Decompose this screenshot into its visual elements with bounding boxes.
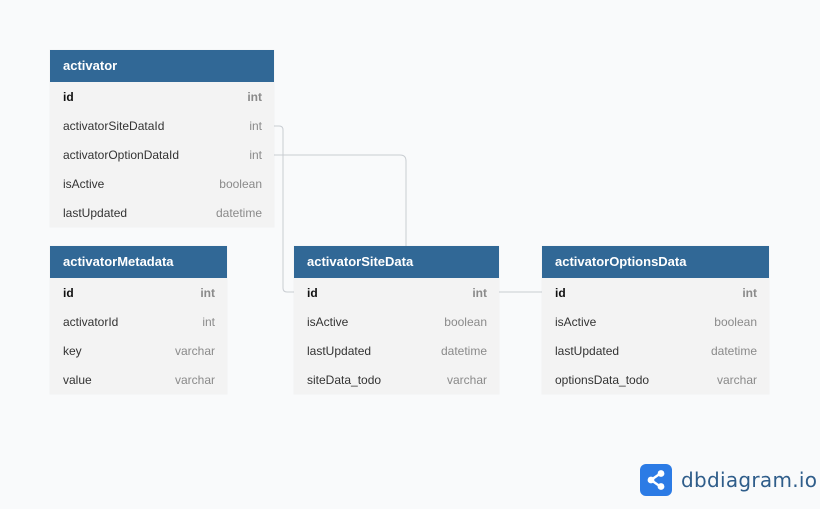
brand-text: dbdiagram.io — [681, 468, 818, 492]
field-type: boolean — [219, 176, 262, 191]
field-name: id — [63, 285, 74, 300]
table-row[interactable]: activatorSiteDataId int — [50, 111, 274, 140]
table-header[interactable]: activatorMetadata — [50, 246, 227, 278]
relation-activator-sitedata — [274, 125, 294, 293]
field-type: datetime — [710, 343, 757, 358]
table-row[interactable]: activatorId int — [50, 307, 227, 336]
field-type: int — [472, 285, 487, 300]
field-type: varchar — [716, 372, 757, 387]
table-row[interactable]: optionsData_todo varchar — [542, 365, 769, 394]
table-row[interactable]: key varchar — [50, 336, 227, 365]
field-name: isActive — [307, 314, 349, 329]
field-name: siteData_todo — [307, 372, 382, 387]
field-name: id — [63, 89, 74, 104]
field-type: int — [247, 89, 262, 104]
field-type: boolean — [714, 314, 757, 329]
table-activator-options-data[interactable]: activatorOptionsData id int isActive boo… — [542, 246, 769, 394]
table-row[interactable]: id int — [542, 278, 769, 307]
table-header[interactable]: activatorOptionsData — [542, 246, 769, 278]
field-type: datetime — [440, 343, 487, 358]
table-header[interactable]: activatorSiteData — [294, 246, 499, 278]
field-name: isActive — [63, 176, 105, 191]
field-name: activatorId — [63, 314, 119, 329]
field-type: varchar — [174, 343, 215, 358]
table-row[interactable]: siteData_todo varchar — [294, 365, 499, 394]
field-name: id — [555, 285, 566, 300]
table-activator-metadata[interactable]: activatorMetadata id int activatorId int… — [50, 246, 227, 394]
field-name: lastUpdated — [307, 343, 372, 358]
table-row[interactable]: id int — [294, 278, 499, 307]
field-type: varchar — [446, 372, 487, 387]
table-row[interactable]: isActive boolean — [50, 169, 274, 198]
share-nodes-icon — [640, 464, 672, 496]
table-row[interactable]: isActive boolean — [542, 307, 769, 336]
field-name: activatorSiteDataId — [63, 118, 165, 133]
field-type: boolean — [444, 314, 487, 329]
table-row[interactable]: activatorOptionDataId int — [50, 140, 274, 169]
field-name: optionsData_todo — [555, 372, 650, 387]
table-row[interactable]: id int — [50, 82, 274, 111]
field-type: int — [202, 314, 215, 329]
table-row[interactable]: value varchar — [50, 365, 227, 394]
table-activator-site-data[interactable]: activatorSiteData id int isActive boolea… — [294, 246, 499, 394]
field-type: int — [249, 147, 262, 162]
relation-activator-optionsdata — [274, 154, 407, 246]
field-type: datetime — [215, 205, 262, 220]
table-activator[interactable]: activator id int activatorSiteDataId int… — [50, 50, 274, 227]
table-row[interactable]: isActive boolean — [294, 307, 499, 336]
field-type: int — [249, 118, 262, 133]
field-name: isActive — [555, 314, 597, 329]
field-type: int — [200, 285, 215, 300]
table-row[interactable]: lastUpdated datetime — [294, 336, 499, 365]
table-row[interactable]: id int — [50, 278, 227, 307]
table-row[interactable]: lastUpdated datetime — [542, 336, 769, 365]
field-type: varchar — [174, 372, 215, 387]
field-name: key — [63, 343, 82, 358]
field-name: id — [307, 285, 318, 300]
field-name: lastUpdated — [555, 343, 620, 358]
table-row[interactable]: lastUpdated datetime — [50, 198, 274, 227]
table-header[interactable]: activator — [50, 50, 274, 82]
field-name: activatorOptionDataId — [63, 147, 180, 162]
field-name: value — [63, 372, 92, 387]
field-name: lastUpdated — [63, 205, 128, 220]
field-type: int — [742, 285, 757, 300]
brand-logo-link[interactable]: dbdiagram.io — [640, 464, 817, 496]
